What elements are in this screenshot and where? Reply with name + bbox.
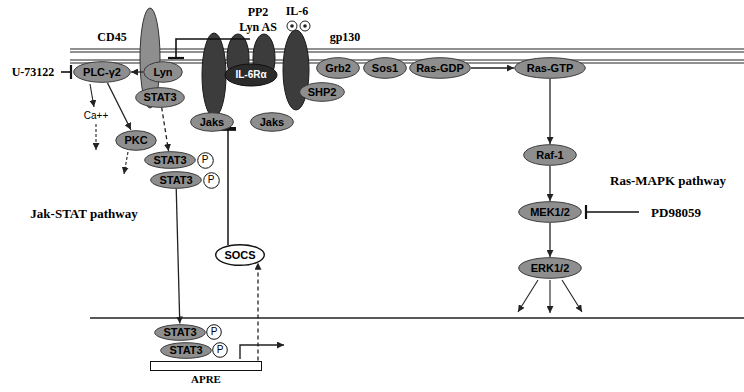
activation-arrow [107, 83, 131, 130]
activation-arrow [549, 223, 550, 257]
annotation-label: CD45 [97, 31, 126, 43]
promoter-box [150, 361, 262, 371]
node-label: Jaks [200, 117, 224, 128]
annotation-label: PD98059 [651, 206, 701, 219]
annotation-label: IL-6Rα [235, 70, 266, 80]
protein-oval: PKC [115, 130, 157, 151]
node-label: P [202, 155, 209, 165]
inhibitor-line [61, 39, 639, 219]
protein-oval: MEK1/2 [518, 201, 582, 223]
node-label: STAT3 [163, 327, 196, 338]
phosphate-circle: P [212, 342, 228, 358]
activation-arrow [549, 79, 550, 144]
node-label: Raf-1 [536, 150, 564, 161]
node-label: P [211, 327, 218, 337]
signal-arrow [90, 84, 582, 359]
annotation-label: PP2 [248, 6, 269, 18]
protein-oval: STAT3 [160, 342, 212, 359]
protein-oval: STAT3 [150, 171, 202, 189]
protein-oval: Grb2 [316, 57, 360, 79]
node-label: ERK1/2 [531, 263, 570, 274]
activation-arrow [176, 189, 180, 324]
phosphate-circle: P [197, 152, 214, 169]
node-label: Lyn [153, 67, 172, 78]
annotation-label: Jak-STAT pathway [30, 207, 137, 220]
node-label: MEK1/2 [530, 207, 570, 218]
node-label: Sos1 [372, 63, 398, 74]
protein-oval: STAT3 [154, 324, 206, 341]
node-label: PLC-γ2 [83, 67, 121, 78]
node-label: STAT3 [159, 175, 192, 186]
activation-arrow [257, 263, 258, 361]
protein-oval: SHP2 [299, 82, 345, 102]
promoter-element: APRE [150, 361, 262, 390]
protein-oval: Ras-GTP [514, 57, 586, 79]
protein-oval: Ras-GDP [409, 57, 471, 79]
protein-oval: Lyn [143, 61, 183, 83]
protein-oval: ERK1/2 [518, 257, 582, 279]
protein-oval: STAT3 [144, 151, 196, 169]
node-label: STAT3 [153, 155, 186, 166]
il6-ligand [287, 21, 310, 31]
node-label: Ras-GDP [416, 63, 464, 74]
protein-oval: PLC-γ2 [73, 61, 131, 83]
il6r-alpha-subunit [225, 64, 277, 86]
receptor-complex [202, 30, 309, 117]
protein-oval: Sos1 [363, 57, 407, 79]
annotation-label: U-73122 [12, 66, 55, 78]
activation-arrow [471, 67, 514, 68]
inhibition-connector [227, 129, 229, 245]
protein-oval: Raf-1 [523, 144, 577, 166]
node-label: STAT3 [143, 92, 176, 103]
annotation-label: Lyn AS [239, 21, 277, 33]
node-label: Jaks [260, 117, 284, 128]
activation-arrow [549, 166, 550, 201]
protein-oval: Jaks [190, 112, 234, 132]
cell-membrane [70, 49, 744, 63]
annotation-label: gp130 [330, 31, 361, 43]
node-label: SOCS [224, 250, 255, 261]
phosphate-circle: P [203, 172, 220, 189]
annotation-label: IL-6 [286, 5, 309, 17]
node-label: SHP2 [308, 87, 337, 98]
socs-oval: SOCS [215, 244, 265, 266]
protein-oval: Jaks [250, 112, 294, 132]
protein-oval: STAT3 [135, 87, 185, 108]
node-label: Grb2 [325, 63, 351, 74]
node-label: STAT3 [169, 345, 202, 356]
node-label: Ras-GTP [527, 63, 573, 74]
phosphate-circle: P [206, 324, 222, 340]
activation-arrow [162, 107, 169, 151]
node-label: PKC [124, 135, 147, 146]
activation-arrow [131, 71, 143, 72]
nuclear-membrane [90, 317, 744, 319]
node-label: P [217, 345, 224, 355]
node-label: P [208, 175, 215, 185]
annotation-label: Ras-MAPK pathway [610, 174, 726, 187]
node-label: APRE [150, 374, 262, 385]
annotation-label: Ca++ [84, 111, 108, 121]
